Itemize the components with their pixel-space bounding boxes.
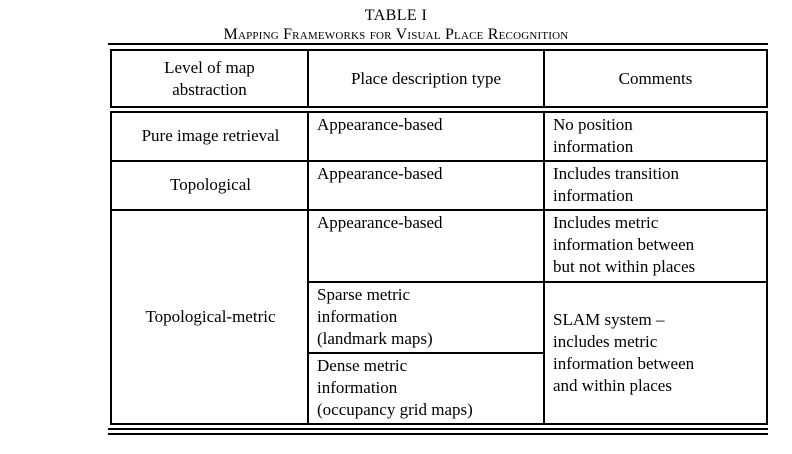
row-pure-image-retrieval: Pure image retrieval Appearance-based No… bbox=[110, 108, 768, 162]
mapping-frameworks-table: Level of map abstraction Place descripti… bbox=[110, 49, 768, 425]
cell-topological-metric-appearance-description: Appearance-based bbox=[307, 209, 545, 283]
cell-topological-metric-abstraction: Topological-metric bbox=[110, 209, 309, 425]
top-rule bbox=[108, 43, 768, 45]
table-number: TABLE I bbox=[364, 7, 428, 24]
cell-pure-image-retrieval-abstraction: Pure image retrieval bbox=[110, 108, 309, 162]
cell-dense-metric-description: Dense metric information (occupancy grid… bbox=[307, 352, 545, 425]
cell-topological-description: Appearance-based bbox=[307, 160, 545, 211]
table-caption: TABLE I Mapping Frameworks for Visual Pl… bbox=[0, 6, 792, 44]
cell-pure-image-retrieval-description: Appearance-based bbox=[307, 108, 545, 162]
row-dense-metric: Dense metric information (occupancy grid… bbox=[111, 352, 767, 425]
header-cell-abstraction: Level of map abstraction bbox=[110, 49, 309, 113]
row-sparse-metric: Sparse metric information (landmark maps… bbox=[111, 281, 768, 425]
header-cell-comments: Comments bbox=[543, 49, 768, 113]
cell-sparse-metric-description: Sparse metric information (landmark maps… bbox=[307, 281, 545, 354]
cell-topological-abstraction: Topological bbox=[110, 160, 309, 211]
cell-slam-comments: SLAM system – includes metric informatio… bbox=[543, 281, 768, 425]
header-row: Level of map abstraction Place descripti… bbox=[110, 49, 768, 113]
cell-pure-image-retrieval-comments: No position information bbox=[543, 108, 768, 162]
table-block: Level of map abstraction Place descripti… bbox=[108, 43, 768, 435]
table-title: Mapping Frameworks for Visual Place Reco… bbox=[223, 26, 569, 43]
header-cell-description: Place description type bbox=[307, 49, 545, 113]
cell-topological-comments: Includes transition information bbox=[543, 160, 768, 211]
bottom-rule bbox=[108, 428, 768, 435]
row-topological: Topological Appearance-based Includes tr… bbox=[110, 160, 768, 211]
row-topological-metric-appearance: Topological-metric Appearance-based Incl… bbox=[110, 209, 768, 425]
cell-topological-metric-appearance-comments: Includes metric information between but … bbox=[543, 209, 768, 283]
